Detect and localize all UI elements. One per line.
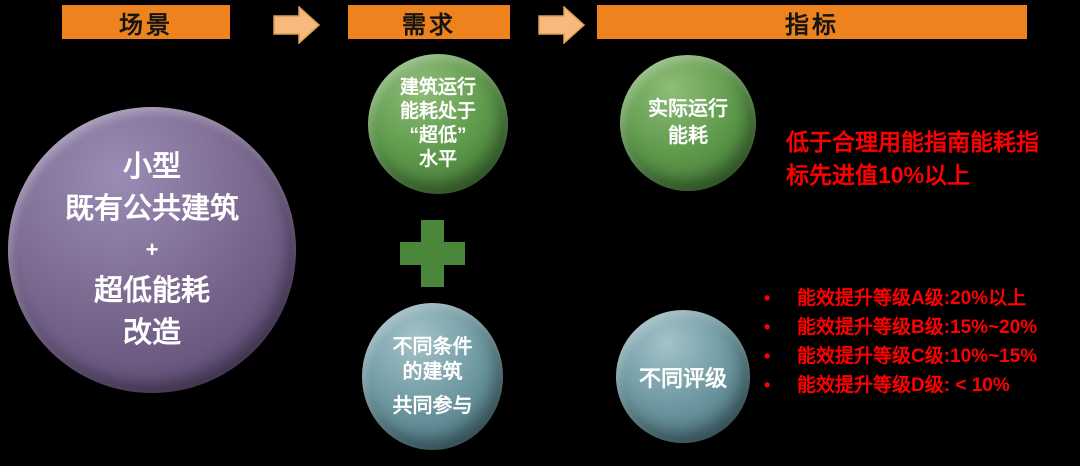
scenario-circle-line: + xyxy=(145,237,159,262)
plus-connector-icon xyxy=(400,220,465,287)
bullet-item-text: 能效提升等级D级: < 10% xyxy=(797,375,1010,396)
indicator-headline-line: 低于合理用能指南能耗指 xyxy=(786,129,1039,155)
indicator-bottom-circle: 不同评级 xyxy=(616,310,750,443)
demand-bottom-circle-line: 的建筑 xyxy=(402,360,463,383)
header-indicator: 指标 xyxy=(597,5,1027,39)
indicator-top-circle-line: 能耗 xyxy=(668,125,708,147)
bullet-item-text: 能效提升等级C级:10%~15% xyxy=(797,346,1038,367)
scenario-circle-line: 改造 xyxy=(122,317,181,349)
scenario-circle-line: 超低能耗 xyxy=(93,275,210,307)
bullet-item: • 能效提升等级C级:10%~15% xyxy=(764,341,1076,370)
demand-bottom-circle-line: 共同参与 xyxy=(392,394,473,417)
bullet-item-text: 能效提升等级B级:15%~20% xyxy=(797,317,1038,338)
indicator-headline-line: 标先进值10%以上 xyxy=(786,162,971,188)
bullet-item: • 能效提升等级B级:15%~20% xyxy=(764,312,1076,341)
bullet-item-text: 能效提升等级A级:20%以上 xyxy=(797,288,1027,309)
demand-top-circle-line: 水平 xyxy=(418,149,457,170)
arrow-right-icon xyxy=(538,6,585,44)
demand-top-circle: 建筑运行 能耗处于 “超低” 水平 xyxy=(368,54,508,194)
bullet-dot-icon: • xyxy=(764,375,771,395)
indicator-bullet-list: • 能效提升等级A级:20%以上 • 能效提升等级B级:15%~20% • 能效… xyxy=(764,283,1076,399)
indicator-headline: 低于合理用能指南能耗指 标先进值10%以上 xyxy=(786,126,1080,192)
bullet-dot-icon: • xyxy=(764,317,771,337)
bullet-item: • 能效提升等级A级:20%以上 xyxy=(764,283,1076,312)
header-demand: 需求 xyxy=(348,5,510,39)
demand-top-circle-line: 能耗处于 xyxy=(399,101,476,122)
demand-bottom-circle: 不同条件 的建筑 共同参与 xyxy=(362,303,503,450)
arrow-right-icon xyxy=(273,6,320,44)
bullet-dot-icon: • xyxy=(764,346,771,366)
scenario-circle-line: 既有公共建筑 xyxy=(64,193,239,225)
demand-top-circle-line: 建筑运行 xyxy=(399,77,476,98)
indicator-top-circle-line: 实际运行 xyxy=(648,98,728,120)
header-scenario: 场景 xyxy=(62,5,230,39)
bullet-dot-icon: • xyxy=(764,288,771,308)
bullet-item: • 能效提升等级D级: < 10% xyxy=(764,370,1076,399)
scenario-circle-line: 小型 xyxy=(122,151,181,183)
demand-bottom-circle-line: 不同条件 xyxy=(392,335,473,358)
indicator-top-circle: 实际运行 能耗 xyxy=(620,55,756,191)
scenario-circle: 小型 既有公共建筑 + 超低能耗 改造 xyxy=(8,107,296,393)
demand-top-circle-line: “超低” xyxy=(409,125,467,146)
indicator-bottom-circle-label: 不同评级 xyxy=(638,365,727,391)
